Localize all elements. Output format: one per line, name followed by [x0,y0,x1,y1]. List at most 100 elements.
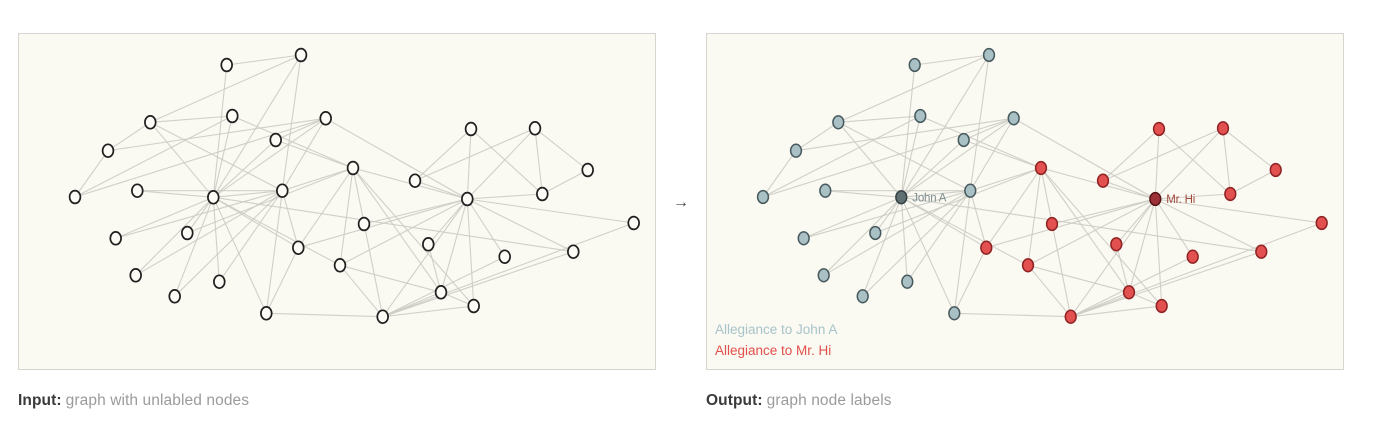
graph-edge [954,312,1071,318]
graph-node [226,108,239,124]
graph-edge [542,169,588,195]
graph-edge [427,198,468,245]
graph-edge [1230,169,1276,195]
graph-node-hi [1255,244,1268,259]
graph-node [213,274,226,289]
graph-edge [823,196,902,276]
graph-edge [969,118,1015,191]
graph-node-john [895,190,908,205]
graph-node-john [908,57,921,73]
graph-edge [1027,198,1156,266]
graph-edge [900,115,921,198]
graph-edge [74,150,109,198]
graph-edge [466,127,536,200]
graph-edge [281,54,302,191]
graph-edge [265,247,299,314]
graph-edge [900,54,990,198]
graph-node-hi [1216,121,1230,136]
graph-node [498,249,511,264]
graph-edge [213,190,283,198]
graph-node-john [948,306,961,321]
graph-node-hi [1186,249,1199,264]
graph-node [408,173,422,188]
graph-edge [1102,127,1224,182]
graph-node [294,47,308,63]
graph-node [129,268,142,283]
graph-edge [1040,167,1130,293]
graph-edge [467,198,574,253]
graph-edge [414,128,472,182]
graph-edge [427,244,442,293]
graph-edge [900,197,908,282]
graph-edge [1154,198,1194,257]
graph-node-john [1007,111,1020,126]
graph-edge [900,117,1015,198]
graph-edge [115,196,214,239]
graph-edge [107,117,326,152]
graph-node [461,191,474,207]
graph-node [220,57,233,73]
graph-edge [1070,222,1322,318]
graph-edge [150,54,302,123]
graph-node [207,190,220,205]
graph-edge [266,312,383,318]
graph-edge [1115,244,1130,293]
graph-edge [212,197,267,314]
graph-node-hi [1315,215,1328,231]
graph-edge [838,121,971,192]
graph-edge [762,117,1014,198]
graph-edge [1158,128,1231,195]
graph-edge [900,139,965,198]
graph-node [357,216,371,232]
graph-edge [970,167,1042,192]
graph-node [567,244,580,259]
graph-edge [901,196,987,249]
graph-edge [1051,198,1156,225]
graph-node [434,285,448,300]
graph-node [376,309,389,324]
graph-edge [874,196,902,234]
graph-edge [795,121,839,152]
graph-edge [1154,127,1224,200]
graph-edge [212,115,233,198]
graph-edge [1102,128,1160,182]
graph-edge [534,128,543,195]
legend-allegiance-john-a: Allegiance to John A [715,322,838,337]
graph-edge [762,150,797,198]
graph-node [276,183,289,198]
graph-node [467,298,480,314]
graph-edge [1222,128,1231,195]
graph-edge [352,167,442,293]
graph-edge [1040,167,1072,317]
graph-edge [1222,127,1277,171]
graph-node [528,121,542,136]
graph-edge [1154,198,1163,307]
graph-node [319,111,332,126]
graph-node [627,215,640,231]
graph-node-hi [1155,298,1168,314]
graph-edge [212,139,277,198]
graph-edge [137,190,214,198]
graph-edge [803,190,971,239]
graph-node [536,186,549,202]
graph-edge [74,117,326,198]
graph-edge [107,121,151,152]
graph-node [181,225,194,241]
legend-allegiance-mr-hi: Allegiance to Mr. Hi [715,343,832,358]
graph-node-john [914,108,927,124]
graph-node-john [756,189,770,205]
legend: Allegiance to John A Allegiance to Mr. H… [715,319,837,361]
graph-node-hi [1269,162,1282,178]
graph-node-john [957,132,970,148]
graph-node-hi [1110,237,1123,252]
graph-edge [382,222,634,318]
graph-edge [440,198,468,293]
graph-node-hi [1152,121,1166,137]
graph-edge [467,193,543,200]
graph-node [346,160,360,176]
graph-node [464,121,478,137]
graph-node-hi [1096,173,1110,188]
graph-node-hi [1045,216,1059,232]
